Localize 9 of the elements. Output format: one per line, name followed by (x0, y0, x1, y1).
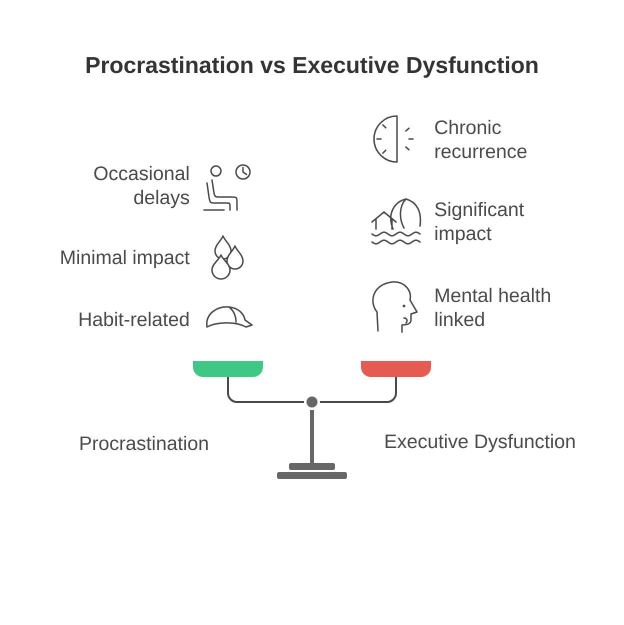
trait-label: Minimal impact (61, 250, 190, 268)
trait-label: Occasional delays (94, 166, 190, 208)
trait-label: Chronic recurrence (435, 120, 527, 158)
title: Procrastination vs Executive Dysfunction (86, 56, 538, 78)
trait-label: Mental health linked (436, 288, 550, 326)
side-label: Executive Dysfunction (386, 434, 575, 452)
trait-label: Habit-related (80, 312, 189, 326)
trait-label: Significant impact (435, 202, 524, 244)
side-label: Procrastination (80, 436, 208, 450)
